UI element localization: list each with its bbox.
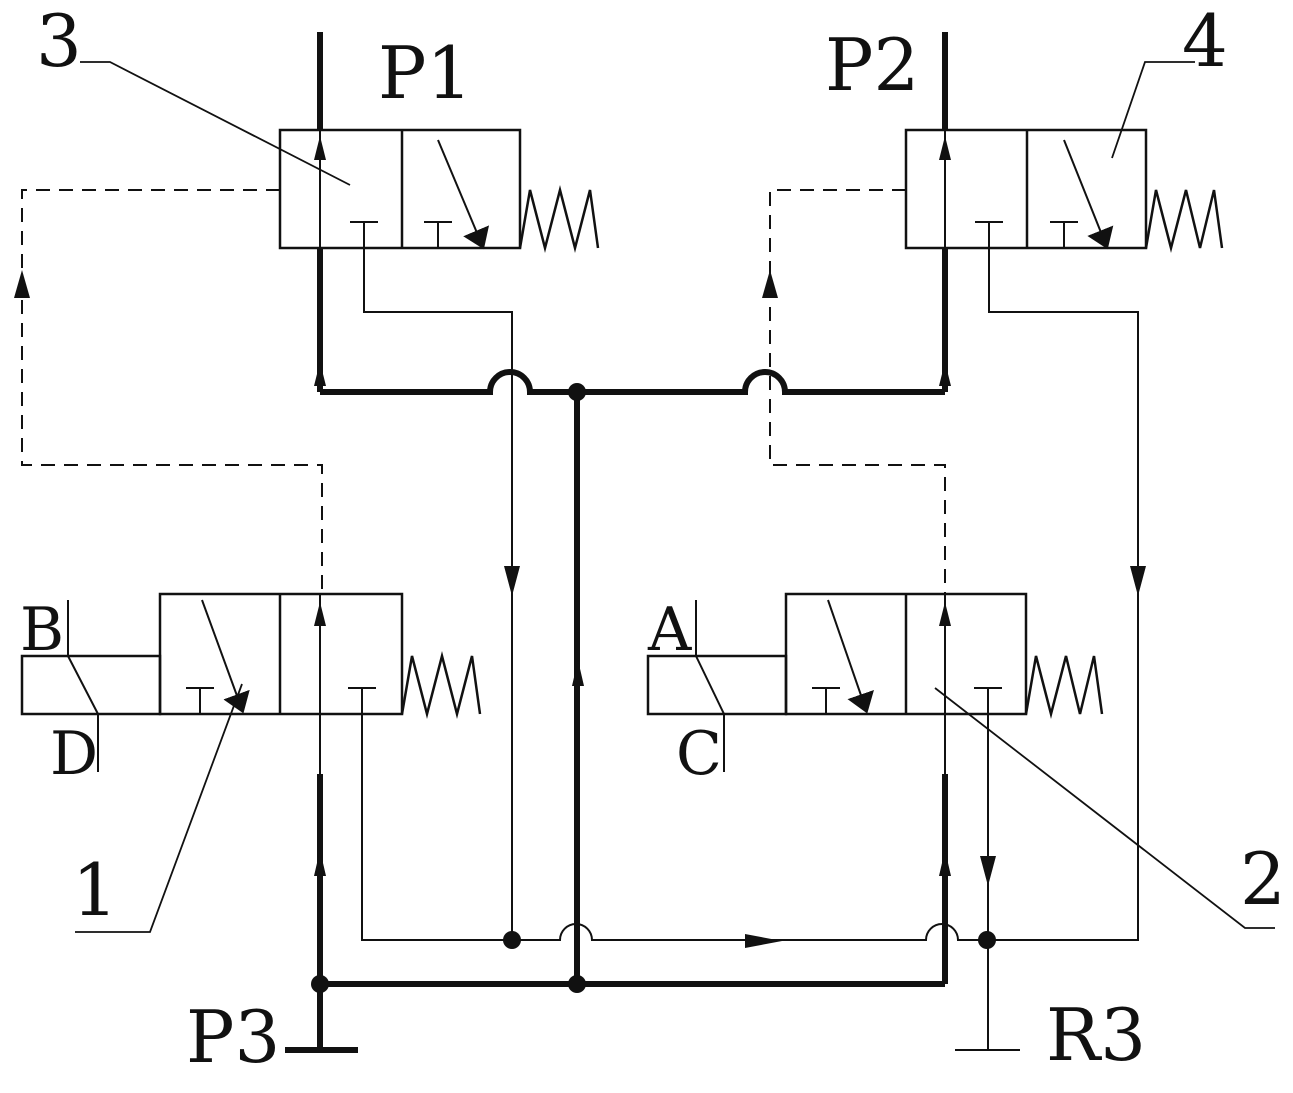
label-3: 3 bbox=[36, 0, 82, 83]
pressure-lines bbox=[285, 32, 948, 1053]
label-r3: R3 bbox=[1046, 993, 1146, 1077]
label-1: 1 bbox=[72, 848, 118, 932]
label-2: 2 bbox=[1240, 837, 1286, 921]
label-4: 4 bbox=[1182, 0, 1228, 83]
valve-3 bbox=[278, 128, 600, 253]
labels: P1 P2 P3 R3 3 4 1 2 B D A C bbox=[20, 0, 1286, 1079]
junction-dots bbox=[311, 383, 996, 993]
valve-1 bbox=[20, 592, 482, 772]
valve-2 bbox=[646, 592, 1104, 772]
label-p3: P3 bbox=[186, 995, 280, 1079]
leader-lines bbox=[75, 61, 1275, 933]
label-b: B bbox=[20, 595, 64, 665]
flow-arrows bbox=[14, 136, 1146, 948]
pilot-lines bbox=[21, 189, 946, 594]
valve-4 bbox=[904, 128, 1224, 253]
label-a: A bbox=[647, 595, 692, 665]
label-d: D bbox=[50, 719, 98, 789]
label-p1: P1 bbox=[378, 31, 472, 115]
label-p2: P2 bbox=[825, 23, 919, 107]
label-c: C bbox=[676, 719, 722, 789]
thin-lines bbox=[319, 130, 1139, 1051]
